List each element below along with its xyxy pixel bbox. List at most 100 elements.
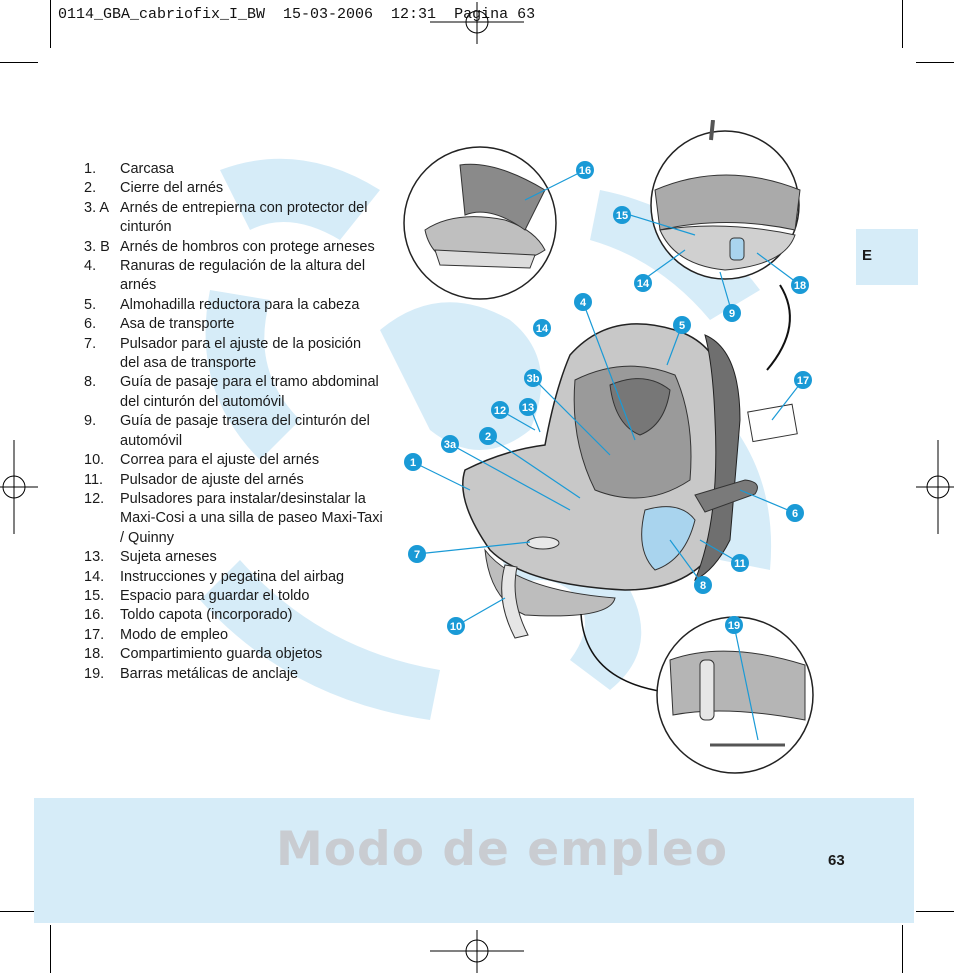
- callout-badge: 4: [574, 293, 592, 311]
- callout-badge-label: 9: [729, 308, 735, 320]
- part-label: Cierre del arnés: [120, 180, 224, 197]
- part-item: 15.Espacio para guardar el toldo: [84, 587, 384, 606]
- callout-badge-label: 13: [522, 402, 534, 414]
- callout-badge-label: 3b: [527, 373, 540, 385]
- callout-badge: 14: [533, 319, 551, 337]
- callout-badge: 7: [408, 545, 426, 563]
- part-number: 3. B: [84, 238, 110, 255]
- callout-badge-label: 14: [536, 323, 549, 335]
- callout-badge-circle: [524, 369, 542, 387]
- page-number: 63: [828, 852, 845, 869]
- callout-badge-circle: [404, 453, 422, 471]
- storage-inset: [650, 120, 801, 280]
- callout-badge-circle: [408, 545, 426, 563]
- part-label: Pulsadores para instalar/desinstalar la …: [120, 490, 383, 546]
- part-number: 10.: [84, 452, 105, 469]
- part-number: 8.: [84, 374, 97, 391]
- part-item: 5. Almohadilla reductora para la cabeza: [84, 296, 384, 315]
- callout-badge: 16: [576, 161, 594, 179]
- part-label: Asa de transporte: [120, 316, 235, 333]
- callout-badge-label: 3a: [444, 439, 457, 451]
- callout-badge-circle: [725, 616, 743, 634]
- callout-badge-label: 7: [414, 549, 420, 561]
- callout-badge: 18: [791, 276, 809, 294]
- part-number: 4.: [84, 258, 97, 275]
- callout-badge: 2: [479, 427, 497, 445]
- crop-mark: [916, 911, 954, 912]
- part-item: 8. Guía de pasaje para el tramo abdominal…: [84, 373, 384, 412]
- callout-badge-circle: [519, 398, 537, 416]
- language-tab: E: [856, 229, 918, 285]
- callout-badge-circle: [694, 576, 712, 594]
- callout-badge-label: 11: [734, 558, 746, 570]
- crop-mark: [0, 62, 38, 63]
- callout-badge-circle: [731, 554, 749, 572]
- part-label: Guía de pasaje para el tramo abdominal d…: [120, 374, 379, 410]
- callout-badge-circle: [447, 617, 465, 635]
- part-number: 3. A: [84, 199, 109, 216]
- part-number: 17.: [84, 626, 105, 643]
- part-item: 7.Pulsador para el ajuste de la posición…: [84, 335, 384, 374]
- part-number: 9.: [84, 413, 97, 430]
- part-number: 5.: [84, 296, 97, 313]
- callout-badge-label: 12: [494, 405, 506, 417]
- callout-badge-label: 1: [410, 457, 416, 469]
- callout-badge-label: 10: [450, 621, 462, 633]
- crop-mark: [0, 911, 38, 912]
- callout-badge-label: 6: [792, 508, 798, 520]
- part-label: Carcasa: [120, 161, 174, 177]
- callout-badge-circle: [791, 276, 809, 294]
- callout-badge-circle: [533, 319, 551, 337]
- part-item: 18.Compartimiento guarda objetos: [84, 645, 384, 664]
- part-label: Arnés de hombros con protege arneses: [120, 238, 375, 255]
- part-item: 6.Asa de transporte: [84, 315, 384, 334]
- callout-badge-circle: [613, 206, 631, 224]
- part-item: 3. B Arnés de hombros con protege arneses: [84, 238, 384, 257]
- callout-badge-label: 14: [637, 278, 650, 290]
- part-item: 2.Cierre del arnés: [84, 179, 384, 198]
- part-label: Modo de empleo: [120, 626, 229, 643]
- part-item: 3. A Arnés de entrepierna con protector d…: [84, 199, 384, 238]
- callout-badge: 17: [794, 371, 812, 389]
- callout-badge-circle: [794, 371, 812, 389]
- footer-band: [34, 798, 914, 923]
- part-number: 19.: [84, 665, 105, 682]
- part-label: Pulsador de ajuste del arnés: [120, 471, 304, 488]
- part-label: Arnés de entrepierna con protector del c…: [120, 199, 368, 236]
- part-item: 1. Carcasa: [84, 160, 384, 179]
- part-item: 12. Pulsadores para instalar/desinstalar …: [84, 490, 384, 548]
- part-item: 11.Pulsador de ajuste del arnés: [84, 471, 384, 490]
- crop-mark: [50, 0, 51, 48]
- part-number: 1.: [84, 161, 97, 177]
- callout-badge-circle: [723, 304, 741, 322]
- part-label: Correa para el ajuste del arnés: [120, 452, 320, 469]
- page-title: Modo de empleo: [276, 822, 729, 877]
- part-item: 19. Barras metálicas de anclaje: [84, 665, 384, 684]
- part-item: 16.Toldo capota (incorporado): [84, 606, 384, 625]
- callout-badge: 12: [491, 401, 509, 419]
- callout-badge-circle: [441, 435, 459, 453]
- part-label: Guía de pasaje trasera del cinturón del …: [120, 413, 370, 449]
- crop-mark: [902, 0, 903, 48]
- callout-badge: 19: [725, 616, 743, 634]
- part-item: 14.Instrucciones y pegatina del airbag: [84, 568, 384, 587]
- callout-badge: 9: [723, 304, 741, 322]
- callout-badge-label: 16: [579, 165, 591, 177]
- part-label: Pulsador para el ajuste de la posición d…: [120, 335, 362, 372]
- part-item: 4. Ranuras de regulación de la altura del…: [84, 257, 384, 296]
- part-label: Compartimiento guarda objetos: [120, 646, 323, 663]
- callout-badge: 5: [673, 316, 691, 334]
- isofix-inset: [656, 616, 814, 774]
- part-label: Barras metálicas de anclaje: [120, 665, 299, 682]
- crop-mark: [916, 62, 954, 63]
- part-label: Ranuras de regulación de la altura del a…: [120, 258, 366, 294]
- part-number: 12.: [84, 490, 105, 507]
- canopy-inset: [403, 146, 557, 300]
- callout-badge-label: 19: [728, 620, 740, 632]
- part-label: Almohadilla reductora para la cabeza: [120, 296, 360, 313]
- callout-badge-label: 2: [485, 431, 491, 443]
